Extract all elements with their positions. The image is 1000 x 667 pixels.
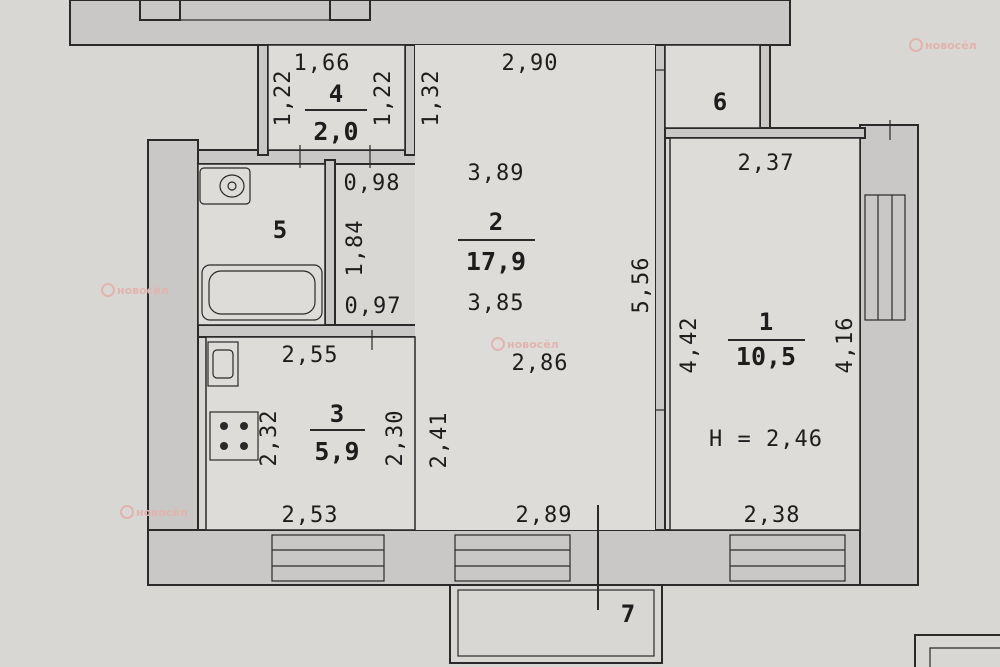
dim-r4-right: 1,22	[371, 70, 396, 127]
room-2-area: 17,9	[466, 247, 526, 276]
dim-r3-right: 2,30	[383, 410, 408, 467]
room-2-number: 2	[489, 208, 503, 236]
ceiling-height: H = 2,46	[709, 427, 823, 452]
room-3-number: 3	[330, 400, 344, 428]
room-4-area: 2,0	[313, 117, 358, 146]
dim-r1-top: 2,37	[738, 151, 795, 176]
room-5-number: 5	[273, 216, 287, 244]
fixtures	[199, 167, 323, 461]
toilet-icon	[199, 167, 251, 205]
room-1-number: 1	[759, 308, 773, 336]
dim-r4-left: 1,22	[271, 70, 296, 127]
dim-r3-bottom: 2,53	[282, 503, 339, 528]
dim-r5-side: 1,84	[343, 220, 368, 277]
dim-r2-upper: 3,89	[468, 161, 525, 186]
dim-r2-lower: 2,86	[512, 351, 569, 376]
dim-r5-b: 0,97	[345, 294, 402, 319]
dim-r3-top: 2,55	[282, 343, 339, 368]
sink-icon	[207, 341, 239, 387]
dim-r1-bottom: 2,38	[744, 503, 801, 528]
room-7-number: 7	[621, 600, 635, 628]
bathtub-icon	[201, 264, 323, 321]
dim-r4-side: 1,32	[419, 70, 444, 127]
balcony	[449, 584, 663, 664]
dim-r2-top: 2,90	[502, 51, 559, 76]
room-3-area: 5,9	[314, 437, 359, 466]
dim-r2-bottom: 2,89	[516, 503, 573, 528]
windows	[179, 0, 906, 582]
dim-r5-a: 0,98	[344, 171, 401, 196]
svg-text:новосёл: новосёл	[117, 284, 169, 297]
room-4-number: 4	[329, 80, 343, 108]
room-interiors	[197, 44, 861, 531]
dim-r3-left: 2,32	[257, 410, 282, 467]
dim-r1-left: 4,42	[677, 317, 702, 374]
watermark-logo: новосёл новосёл новосёл новосёл	[101, 38, 977, 519]
dim-r4-top: 1,66	[294, 51, 351, 76]
dim-r2-mid: 3,85	[468, 291, 525, 316]
room-6-number: 6	[713, 88, 727, 116]
svg-text:новосёл: новосёл	[925, 39, 977, 52]
stove-icon	[209, 411, 259, 461]
room-1-area: 10,5	[736, 342, 796, 371]
dim-r2-height: 5,56	[629, 257, 654, 314]
svg-text:новосёл: новосёл	[507, 338, 559, 351]
dim-r2-left: 2,41	[427, 412, 452, 469]
svg-text:новосёл: новосёл	[136, 506, 188, 519]
dim-r1-right: 4,16	[833, 317, 858, 374]
